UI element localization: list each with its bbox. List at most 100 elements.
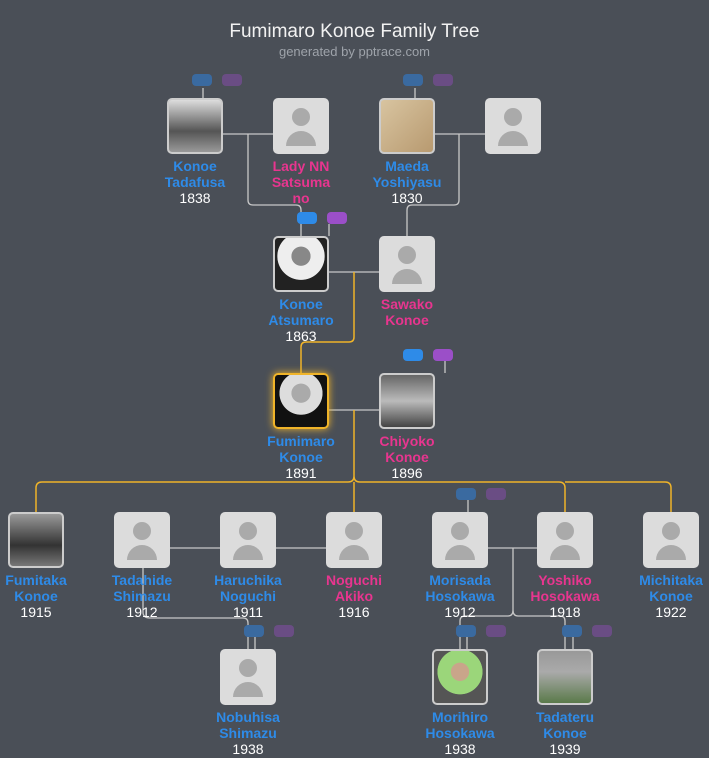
mother-badge[interactable]: [592, 625, 612, 637]
father-badge[interactable]: [456, 625, 476, 637]
name-line: Konoe: [173, 158, 217, 174]
avatar-body: [233, 682, 263, 697]
name-line: Nobuhisa: [216, 709, 280, 725]
name-line: Noguchi: [220, 588, 276, 604]
page-subtitle: generated by pptrace.com: [278, 44, 431, 59]
avatar-placeholder-icon[interactable]: [379, 236, 435, 292]
avatar-placeholder-icon[interactable]: [326, 512, 382, 568]
birth-year: 1916: [338, 604, 370, 620]
avatar-placeholder-icon[interactable]: [485, 98, 541, 154]
avatar-placeholder-icon[interactable]: [273, 98, 329, 154]
mother-badge[interactable]: [486, 625, 506, 637]
name-line: Noguchi: [326, 572, 382, 588]
name-line: Michitaka: [639, 572, 703, 588]
father-badge[interactable]: [403, 74, 423, 86]
avatar-placeholder-icon[interactable]: [537, 512, 593, 568]
avatar-placeholder-icon[interactable]: [220, 649, 276, 705]
mother-badge[interactable]: [433, 74, 453, 86]
name-line: Tadahide: [111, 572, 173, 588]
avatar-placeholder-icon[interactable]: [114, 512, 170, 568]
avatar-body: [445, 545, 475, 560]
person-photo[interactable]: [379, 373, 435, 429]
name-line: Chiyoko: [379, 433, 435, 449]
avatar-body: [550, 545, 580, 560]
person-photo[interactable]: [8, 512, 64, 568]
name-line: Konoe: [385, 312, 429, 328]
birth-year: 1939: [549, 741, 581, 757]
avatar-head: [556, 522, 574, 540]
mother-badge[interactable]: [222, 74, 242, 86]
avatar-placeholder-icon[interactable]: [432, 512, 488, 568]
person-photo[interactable]: [167, 98, 223, 154]
father-badge[interactable]: [456, 488, 476, 500]
name-line: Morihiro: [432, 709, 488, 725]
birth-year: 1891: [285, 465, 317, 481]
name-line: Shimazu: [219, 725, 277, 741]
birth-year: 1912: [126, 604, 158, 620]
father-badge[interactable]: [403, 349, 423, 361]
mother-badge[interactable]: [433, 349, 453, 361]
person-unknown[interactable]: [460, 98, 566, 158]
person-photo[interactable]: [273, 236, 329, 292]
name-line: Konoe: [279, 449, 323, 465]
name-line: Konoe: [14, 588, 58, 604]
name-line: Hosokawa: [425, 725, 495, 741]
name-line: Konoe: [649, 588, 693, 604]
mother-badge[interactable]: [327, 212, 347, 224]
person-photo[interactable]: [432, 649, 488, 705]
father-badge[interactable]: [297, 212, 317, 224]
name-line: Hosokawa: [425, 588, 495, 604]
mother-badge[interactable]: [486, 488, 506, 500]
mother-badge[interactable]: [274, 625, 294, 637]
name-line: Morisada: [429, 572, 491, 588]
person-photo[interactable]: [537, 649, 593, 705]
person-photo[interactable]: [273, 373, 329, 429]
avatar-placeholder-icon[interactable]: [220, 512, 276, 568]
avatar-head: [239, 522, 257, 540]
person-photo[interactable]: [379, 98, 435, 154]
avatar-head: [662, 522, 680, 540]
father-badge[interactable]: [244, 625, 264, 637]
avatar-placeholder-icon[interactable]: [643, 512, 699, 568]
father-badge[interactable]: [562, 625, 582, 637]
father-badge[interactable]: [192, 74, 212, 86]
birth-year: 1896: [391, 465, 423, 481]
avatar-head: [239, 659, 257, 677]
avatar-head: [292, 108, 310, 126]
